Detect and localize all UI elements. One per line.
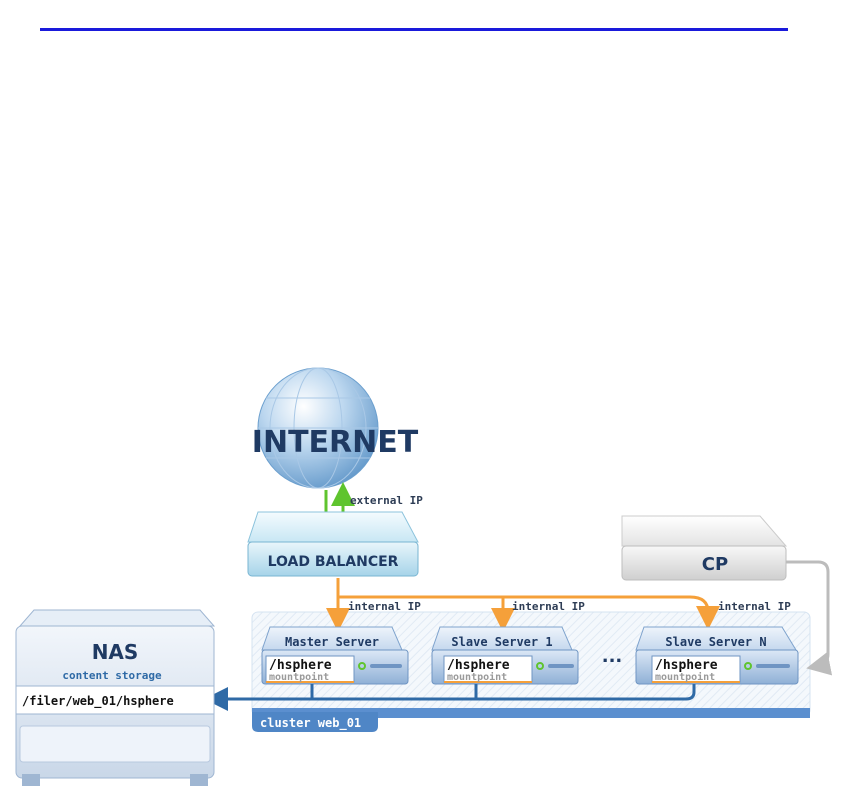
status-led-icon — [536, 662, 544, 670]
cp-link — [786, 560, 833, 676]
server-master: Master Server /hsphere mountpoint — [261, 626, 409, 685]
internal-ip-links — [326, 578, 720, 632]
nas-storage: NAS content storage /filer/web_01/hspher… — [15, 609, 216, 786]
cp-label: CP — [702, 554, 728, 575]
mount-sub: mountpoint — [447, 671, 507, 683]
more-servers-ellipsis: ... — [602, 646, 623, 667]
server-slave-n: Slave Server N /hsphere mountpoint — [635, 626, 799, 685]
nas-foot-left — [22, 774, 40, 786]
drive-slot-icon — [548, 664, 574, 668]
internal-ip-label-3: internal IP — [718, 600, 791, 613]
control-panel-box: CP — [621, 515, 788, 581]
server-name: Master Server — [285, 635, 379, 649]
server-name: Slave Server N — [665, 635, 766, 649]
internal-ip-label-1: internal IP — [348, 600, 421, 613]
load-balancer: LOAD BALANCER — [247, 511, 419, 577]
mount-sub: mountpoint — [655, 671, 715, 683]
drive-slot-icon — [756, 664, 790, 668]
nas-drive-bay — [19, 725, 211, 763]
cluster-tab — [252, 712, 378, 732]
internal-ip-label-2: internal IP — [512, 600, 585, 613]
load-balancer-label: LOAD BALANCER — [268, 554, 399, 570]
nas-foot-right — [190, 774, 208, 786]
mount-path: /hsphere — [269, 658, 332, 673]
top-rule — [40, 28, 788, 31]
drive-slot-icon — [370, 664, 402, 668]
nas-title: NAS — [92, 640, 139, 664]
mount-path: /hsphere — [655, 658, 718, 673]
nas-subtitle: content storage — [62, 669, 162, 682]
cluster-label: cluster web_01 — [260, 716, 361, 731]
status-led-icon — [744, 662, 752, 670]
internet-label: INTERNET — [252, 425, 419, 460]
server-name: Slave Server 1 — [451, 635, 552, 649]
server-slave-1: Slave Server 1 /hsphere mountpoint — [431, 626, 579, 685]
internet-globe: INTERNET — [252, 367, 419, 489]
mount-sub: mountpoint — [269, 671, 329, 683]
external-ip-label: external IP — [350, 494, 423, 507]
mount-path: /hsphere — [447, 658, 510, 673]
mount-links — [204, 684, 696, 711]
status-led-icon — [358, 662, 366, 670]
nas-path: /filer/web_01/hsphere — [22, 694, 174, 709]
